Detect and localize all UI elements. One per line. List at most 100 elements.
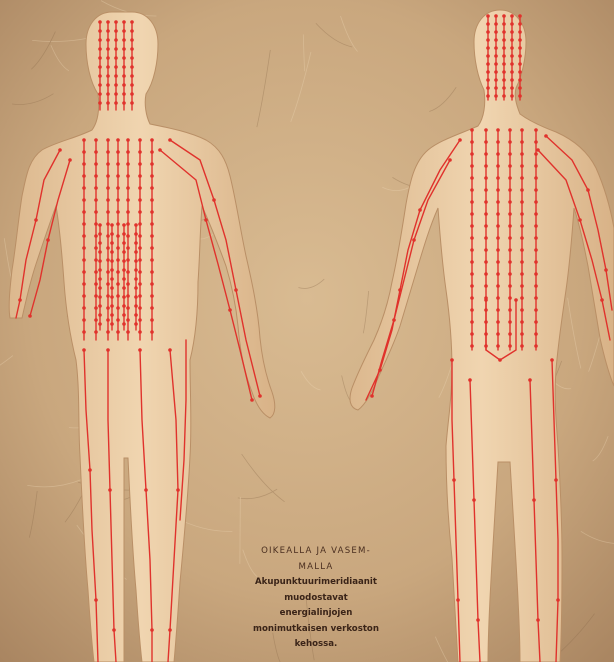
- acupuncture-point: [496, 284, 500, 288]
- acupuncture-point: [520, 140, 524, 144]
- acupuncture-point: [496, 272, 500, 276]
- acupuncture-point: [518, 54, 522, 58]
- acupuncture-point: [94, 150, 98, 154]
- acupuncture-point: [518, 14, 522, 18]
- acupuncture-point: [98, 47, 102, 51]
- acupuncture-point: [144, 488, 148, 492]
- acupuncture-point: [470, 296, 474, 300]
- acupuncture-point: [114, 101, 118, 105]
- acupuncture-point: [520, 188, 524, 192]
- acupuncture-point: [122, 29, 126, 33]
- acupuncture-point: [106, 318, 110, 322]
- acupuncture-point: [98, 38, 102, 42]
- acupuncture-point: [114, 74, 118, 78]
- acupuncture-point: [494, 86, 498, 90]
- acupuncture-point: [150, 270, 154, 274]
- acupuncture-point: [508, 152, 512, 156]
- acupuncture-point: [392, 318, 396, 322]
- acupuncture-point: [508, 260, 512, 264]
- acupuncture-point: [116, 150, 120, 154]
- acupuncture-point: [116, 222, 120, 226]
- acupuncture-point: [122, 322, 126, 326]
- acupuncture-point: [58, 148, 62, 152]
- acupuncture-point: [470, 260, 474, 264]
- acupuncture-point: [484, 236, 488, 240]
- acupuncture-point: [126, 138, 130, 142]
- acupuncture-point: [486, 22, 490, 26]
- acupuncture-point: [116, 186, 120, 190]
- acupuncture-point: [536, 618, 540, 622]
- acupuncture-point: [126, 198, 130, 202]
- acupuncture-point: [110, 241, 114, 245]
- acupuncture-point: [122, 38, 126, 42]
- acupuncture-point: [122, 92, 126, 96]
- acupuncture-point: [534, 260, 538, 264]
- acupuncture-point: [150, 294, 154, 298]
- acupuncture-point: [510, 62, 514, 66]
- acupuncture-point: [138, 174, 142, 178]
- acupuncture-point: [508, 308, 512, 312]
- acupuncture-point: [470, 128, 474, 132]
- acupuncture-point: [114, 38, 118, 42]
- acupuncture-point: [116, 294, 120, 298]
- acupuncture-point: [150, 258, 154, 262]
- acupuncture-point: [150, 246, 154, 250]
- acupuncture-point: [398, 288, 402, 292]
- acupuncture-point: [98, 56, 102, 60]
- acupuncture-point: [496, 332, 500, 336]
- acupuncture-point: [496, 296, 500, 300]
- acupuncture-point: [130, 20, 134, 24]
- acupuncture-point: [470, 320, 474, 324]
- acupuncture-point: [496, 260, 500, 264]
- acupuncture-point: [520, 296, 524, 300]
- acupuncture-point: [106, 101, 110, 105]
- acupuncture-point: [494, 14, 498, 18]
- acupuncture-point: [520, 164, 524, 168]
- acupuncture-point: [518, 22, 522, 26]
- acupuncture-point: [98, 74, 102, 78]
- acupuncture-point: [554, 478, 558, 482]
- acupuncture-point: [520, 260, 524, 264]
- acupuncture-point: [470, 164, 474, 168]
- acupuncture-point: [470, 272, 474, 276]
- acupuncture-point: [484, 284, 488, 288]
- acupuncture-point: [138, 294, 142, 298]
- acupuncture-point: [486, 78, 490, 82]
- acupuncture-point: [116, 306, 120, 310]
- acupuncture-point: [106, 47, 110, 51]
- acupuncture-point: [494, 70, 498, 74]
- acupuncture-point: [134, 313, 138, 317]
- acupuncture-point: [28, 314, 32, 318]
- acupuncture-point: [418, 208, 422, 212]
- acupuncture-point: [98, 304, 102, 308]
- acupuncture-point: [510, 30, 514, 34]
- acupuncture-point: [98, 65, 102, 69]
- acupuncture-point: [82, 138, 86, 142]
- acupuncture-point: [520, 200, 524, 204]
- acupuncture-point: [98, 241, 102, 245]
- acupuncture-point: [470, 308, 474, 312]
- acupuncture-point: [110, 304, 114, 308]
- acupuncture-point: [486, 94, 490, 98]
- acupuncture-point: [98, 92, 102, 96]
- acupuncture-point: [98, 20, 102, 24]
- acupuncture-point: [150, 150, 154, 154]
- acupuncture-point: [518, 70, 522, 74]
- acupuncture-point: [494, 78, 498, 82]
- acupuncture-point: [130, 38, 134, 42]
- acupuncture-point: [126, 318, 130, 322]
- acupuncture-point: [520, 224, 524, 228]
- acupuncture-point: [106, 258, 110, 262]
- acupuncture-point: [110, 268, 114, 272]
- acupuncture-point: [122, 74, 126, 78]
- acupuncture-point: [496, 128, 500, 132]
- acupuncture-point: [378, 368, 382, 372]
- acupuncture-point: [484, 152, 488, 156]
- acupuncture-point: [510, 70, 514, 74]
- acupuncture-point: [486, 30, 490, 34]
- acupuncture-point: [114, 20, 118, 24]
- acupuncture-point: [126, 306, 130, 310]
- acupuncture-point: [106, 150, 110, 154]
- acupuncture-point: [150, 174, 154, 178]
- acupuncture-point: [106, 210, 110, 214]
